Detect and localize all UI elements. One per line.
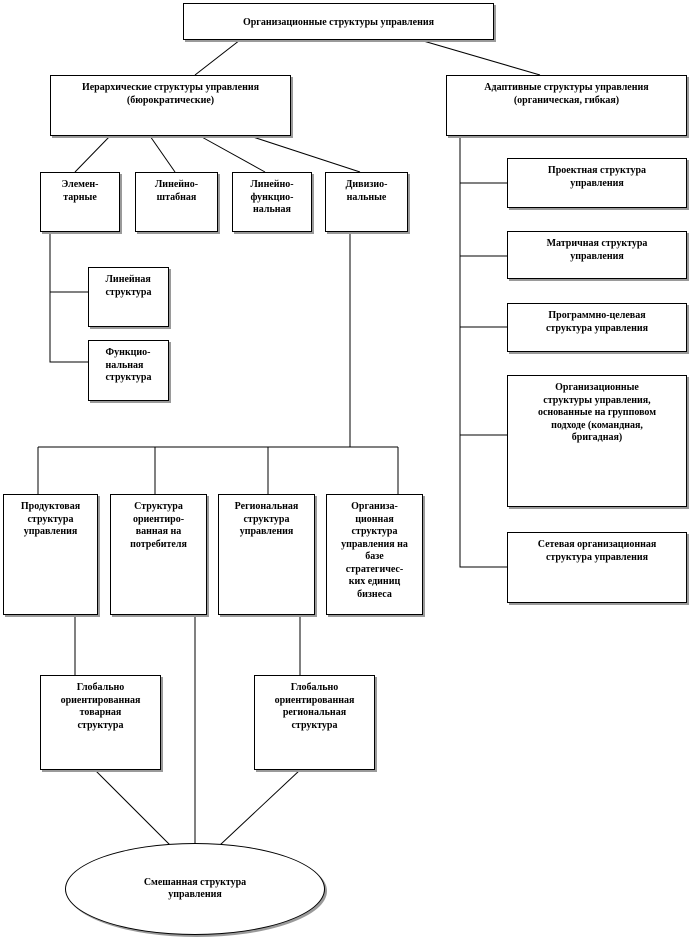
- consumer-structure-node: Структура ориентиро- ванная на потребите…: [110, 494, 207, 615]
- linear-structure-node: Линейная структура: [88, 267, 169, 327]
- root-node-label: Организационные структуры управления: [242, 17, 435, 29]
- line-global-regional-mixed: [219, 769, 301, 846]
- line-hier-linear-staff: [149, 135, 176, 173]
- line-global-product-mixed: [94, 769, 171, 846]
- program-target-structure-node-label: Программно-целевая структура управления: [545, 310, 649, 334]
- line-hier-divisional: [249, 135, 361, 173]
- adaptive-node-label: Адаптивные структуры управления (органич…: [484, 82, 649, 106]
- program-target-structure-node: Программно-целевая структура управления: [507, 303, 687, 352]
- elementary-node: Элемен- тарные: [40, 172, 120, 232]
- linear-functional-node: Линейно- функцио- нальная: [232, 172, 312, 232]
- divisional-node-label: Дивизио- нальные: [345, 179, 388, 203]
- product-structure-node-label: Продуктовая структура управления: [20, 501, 81, 537]
- linear-functional-node-label: Линейно- функцио- нальная: [250, 179, 294, 215]
- hierarchical-node-label: Иерархические структуры управления (бюро…: [81, 82, 260, 106]
- linear-staff-node: Линейно- штабная: [135, 172, 218, 232]
- regional-structure-node: Региональная структура управления: [218, 494, 315, 615]
- line-hier-linear-functional: [199, 135, 266, 173]
- sbu-structure-node: Организа- ционная структура управления н…: [326, 494, 423, 615]
- product-structure-node: Продуктовая структура управления: [3, 494, 98, 615]
- line-adaptive-bracket: [459, 136, 508, 568]
- network-structure-node: Сетевая организационная структура управл…: [507, 532, 687, 603]
- divisional-node: Дивизио- нальные: [325, 172, 408, 232]
- matrix-structure-node-label: Матричная структура управления: [546, 238, 648, 262]
- linear-staff-node-label: Линейно- штабная: [154, 179, 199, 203]
- global-regional-structure-node: Глобально ориентированная региональная с…: [254, 675, 375, 770]
- group-approach-structure-node: Организационные структуры управления, ос…: [507, 375, 687, 507]
- linear-structure-node-label: Линейная структура: [105, 274, 152, 298]
- network-structure-node-label: Сетевая организационная структура управл…: [537, 539, 657, 563]
- functional-structure-node-label: Функцио- нальная структура: [105, 347, 152, 383]
- consumer-structure-node-label: Структура ориентиро- ванная на потребите…: [130, 501, 187, 550]
- mixed-structure-node-label: Смешанная структура управления: [143, 876, 247, 901]
- matrix-structure-node: Матричная структура управления: [507, 231, 687, 279]
- hierarchical-node: Иерархические структуры управления (бюро…: [50, 75, 291, 136]
- mixed-structure-node: Смешанная структура управления: [65, 843, 325, 935]
- global-regional-structure-node-label: Глобально ориентированная региональная с…: [274, 682, 355, 731]
- sbu-structure-node-label: Организа- ционная структура управления н…: [341, 501, 408, 600]
- line-hier-elementary: [74, 135, 111, 173]
- group-approach-structure-node-label: Организационные структуры управления, ос…: [537, 382, 657, 443]
- line-root-adaptive: [419, 39, 541, 76]
- regional-structure-node-label: Региональная структура управления: [234, 501, 299, 537]
- global-product-structure-node-label: Глобально ориентированная товарная струк…: [60, 682, 141, 731]
- project-structure-node-label: Проектная структура управления: [547, 165, 647, 189]
- root-node: Организационные структуры управления: [183, 3, 494, 40]
- line-elementary-bracket: [49, 232, 88, 363]
- project-structure-node: Проектная структура управления: [507, 158, 687, 208]
- functional-structure-node: Функцио- нальная структура: [88, 340, 169, 401]
- elementary-node-label: Элемен- тарные: [61, 179, 99, 203]
- global-product-structure-node: Глобально ориентированная товарная струк…: [40, 675, 161, 770]
- adaptive-node: Адаптивные структуры управления (органич…: [446, 75, 687, 136]
- line-root-hierarchical: [194, 39, 241, 76]
